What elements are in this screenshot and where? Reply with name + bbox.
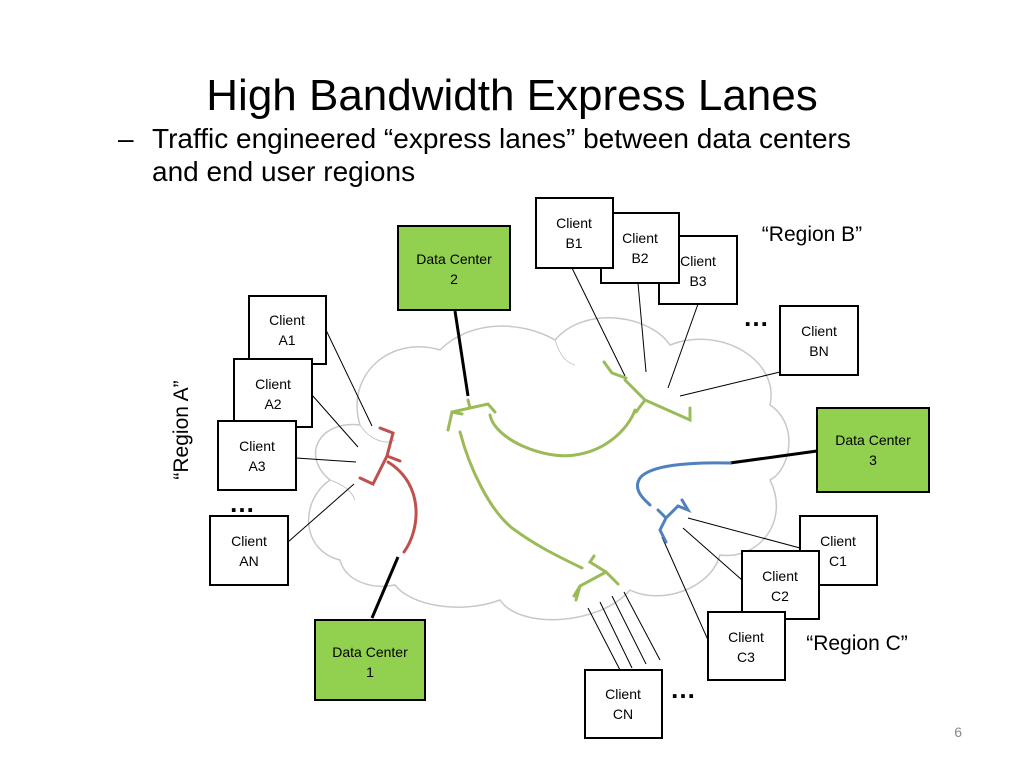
client-b2-label-line2: B2: [631, 250, 648, 266]
uplink-dc2: [453, 310, 470, 397]
link-c2: [682, 527, 743, 581]
link-b2: [637, 282, 647, 373]
link-cn-3: [611, 595, 647, 665]
client-a3-label-line2: A3: [248, 458, 265, 474]
client-c3-box: [707, 611, 786, 681]
uplink-dc3: [729, 449, 818, 465]
client-b1[interactable]: Client B1: [535, 197, 614, 269]
client-c2-label-line1: Client: [762, 568, 798, 584]
client-c1-label-line2: C1: [829, 553, 847, 569]
client-c2-box: [741, 550, 820, 620]
link-c1: [687, 517, 801, 549]
client-b3-label-line2: B3: [689, 273, 706, 289]
link-b3: [667, 303, 699, 389]
client-bn-label-line2: BN: [809, 343, 828, 359]
client-cn-box: [584, 669, 663, 739]
client-c2[interactable]: Client C2: [741, 550, 820, 620]
region-b-label: “Region B”: [762, 223, 862, 246]
slide-bullet: –Traffic engineered “express lanes” betw…: [118, 122, 998, 188]
client-a1-label-line2: A1: [278, 332, 295, 348]
data-center-3-box: [816, 407, 930, 493]
router-c: [656, 498, 692, 544]
client-b1-label-line2: B1: [565, 235, 582, 251]
express-lane-red: [386, 460, 418, 554]
uplink-dc1: [370, 556, 400, 619]
router-cn: [572, 554, 620, 602]
client-b1-box: [535, 197, 614, 269]
ellipsis-region-b: …: [743, 302, 769, 332]
express-lane-green-cn: [458, 430, 584, 570]
network-cloud: [308, 317, 790, 621]
link-cn-1: [587, 607, 621, 671]
express-lane-blue: [635, 461, 732, 507]
client-c1-label-line1: Client: [820, 533, 856, 549]
client-a1-label-line1: Client: [269, 312, 305, 328]
client-a3[interactable]: Client A3: [217, 420, 297, 491]
data-center-1[interactable]: Data Center 1: [314, 619, 426, 701]
client-b1-label-line1: Client: [556, 215, 592, 231]
region-c-label: “Region C”: [806, 632, 908, 655]
link-cn-2: [599, 601, 633, 669]
client-a2-label-line1: Client: [255, 376, 291, 392]
data-center-2-label-line2: 2: [450, 271, 458, 287]
client-bn-box: [779, 305, 859, 376]
bullet-line-2: and end user regions: [152, 156, 416, 187]
link-cn-4: [623, 591, 661, 661]
client-cn[interactable]: Client CN: [584, 669, 663, 739]
data-center-1-label-line2: 1: [366, 664, 374, 680]
client-c3-label-line2: C3: [737, 649, 755, 665]
client-b2-label-line1: Client: [622, 230, 658, 246]
client-bn-label-line1: Client: [801, 323, 837, 339]
router-dc2: [446, 398, 497, 432]
bullet-line-1: Traffic engineered “express lanes” betwe…: [152, 123, 851, 154]
router-b: [602, 360, 692, 423]
client-an-label-line2: AN: [239, 553, 258, 569]
client-bn[interactable]: Client BN: [779, 305, 859, 376]
link-bn: [679, 371, 781, 397]
data-center-1-label-line1: Data Center: [332, 644, 408, 660]
cloud-inner-contour: [329, 479, 356, 501]
client-b3-label-line1: Client: [680, 253, 716, 269]
client-a1[interactable]: Client A1: [248, 295, 327, 365]
page-number: 6: [954, 724, 962, 740]
ellipsis-region-c: …: [670, 674, 696, 704]
data-center-1-box: [314, 619, 426, 701]
data-center-2[interactable]: Data Center 2: [397, 225, 511, 311]
client-a3-label-line1: Client: [239, 438, 275, 454]
client-cn-label-line1: Client: [605, 686, 641, 702]
data-center-3-label-line2: 3: [869, 452, 877, 468]
client-an-box: [209, 515, 289, 586]
link-an: [287, 483, 355, 543]
data-center-2-box: [397, 225, 511, 311]
data-center-2-label-line1: Data Center: [416, 251, 492, 267]
link-a2: [311, 394, 359, 448]
link-a1: [325, 329, 373, 427]
client-a2-box: [233, 358, 313, 428]
client-c3[interactable]: Client C3: [707, 611, 786, 681]
client-c3-label-line1: Client: [728, 629, 764, 645]
client-cn-label-line2: CN: [613, 706, 633, 722]
bullet-dash: –: [118, 123, 134, 154]
client-an-label-line1: Client: [231, 533, 267, 549]
client-a3-box: [217, 420, 297, 491]
link-a3: [295, 457, 357, 463]
client-a1-box: [248, 295, 327, 365]
client-a2[interactable]: Client A2: [233, 358, 313, 428]
slide-title: High Bandwidth Express Lanes: [206, 71, 818, 120]
link-b1: [571, 267, 626, 377]
data-center-3-label-line1: Data Center: [835, 432, 911, 448]
region-a-label: “Region A”: [170, 380, 193, 479]
client-an[interactable]: Client AN: [209, 515, 289, 586]
data-center-3[interactable]: Data Center 3: [816, 407, 930, 493]
ellipsis-region-a: …: [229, 488, 255, 518]
client-a2-label-line2: A2: [264, 396, 281, 412]
client-c2-label-line2: C2: [771, 588, 789, 604]
router-a: [358, 426, 402, 486]
cloud-inner-contour: [554, 339, 576, 366]
link-c3: [661, 536, 709, 641]
express-lane-green-b: [488, 408, 637, 458]
